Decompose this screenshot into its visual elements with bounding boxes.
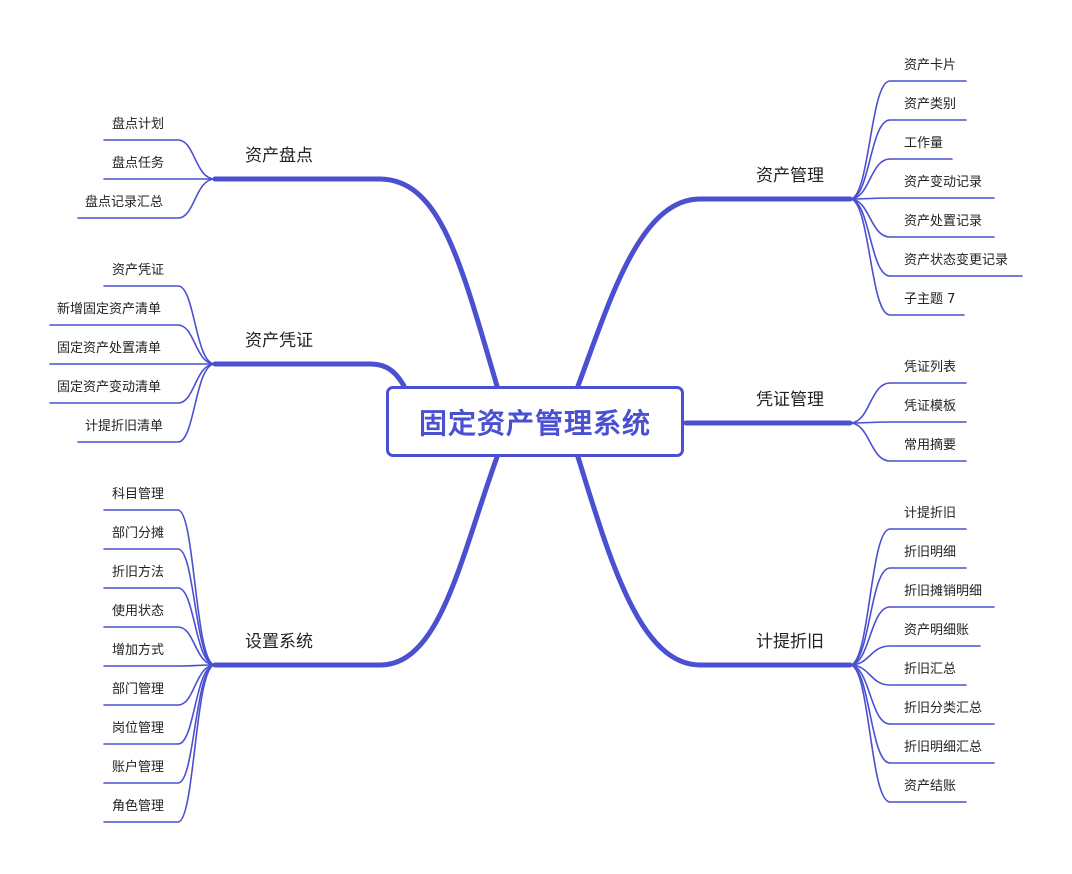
leaf-asset-detail-ledger[interactable]: 资产明细账	[904, 623, 970, 638]
link-settings-8	[103, 664, 216, 823]
leaf-depreciation-category-summary[interactable]: 折旧分类汇总	[904, 701, 983, 716]
link-voucher-1	[49, 324, 216, 365]
leaf-inventory-task[interactable]: 盘点任务	[112, 156, 165, 171]
link-asset-mgmt-0	[849, 80, 967, 200]
leaf-depreciation-list[interactable]: 计提折旧清单	[85, 419, 164, 434]
leaf-depreciation-detail-summary[interactable]: 折旧明细汇总	[904, 740, 983, 755]
leaf-new-asset-list[interactable]: 新增固定资产清单	[57, 302, 162, 317]
leaf-asset-voucher[interactable]: 资产凭证	[112, 263, 165, 278]
leaf-voucher-list[interactable]: 凭证列表	[904, 360, 957, 375]
trunk-asset-voucher	[212, 361, 407, 389]
branch-asset-management[interactable]: 资产管理	[756, 166, 824, 186]
link-settings-0	[103, 509, 216, 666]
leaf-asset-category[interactable]: 资产类别	[904, 97, 957, 112]
link-settings-5	[103, 664, 216, 706]
leaf-account-management[interactable]: 账户管理	[112, 760, 165, 775]
link-voucher-mgmt-2	[849, 422, 967, 462]
leaf-common-summary[interactable]: 常用摘要	[904, 438, 957, 453]
root-topic[interactable]: 固定资产管理系统	[386, 386, 684, 457]
branch-system-settings[interactable]: 设置系统	[245, 632, 313, 652]
link-depreciation-1	[849, 567, 967, 666]
leaf-increase-method[interactable]: 增加方式	[112, 643, 165, 658]
link-depreciation-4	[849, 664, 967, 686]
leaf-position-management[interactable]: 岗位管理	[112, 721, 165, 736]
leaf-asset-change-record[interactable]: 资产变动记录	[904, 175, 983, 190]
leaf-depreciation-detail[interactable]: 折旧明细	[904, 545, 957, 560]
link-voucher-4	[77, 363, 216, 443]
leaf-amortization-detail[interactable]: 折旧摊销明细	[904, 584, 983, 599]
link-depreciation-5	[849, 664, 995, 725]
leaf-subject-management[interactable]: 科目管理	[112, 487, 165, 502]
leaf-asset-closing[interactable]: 资产结账	[904, 779, 957, 794]
link-voucher-0	[103, 285, 216, 365]
leaf-department-management[interactable]: 部门管理	[112, 682, 165, 697]
leaf-accrue-depreciation[interactable]: 计提折旧	[904, 506, 957, 521]
branch-asset-inventory[interactable]: 资产盘点	[245, 146, 313, 166]
leaf-depreciation-method[interactable]: 折旧方法	[112, 565, 165, 580]
link-voucher-mgmt-1	[849, 421, 967, 424]
link-voucher-mgmt-0	[849, 382, 967, 424]
link-asset-mgmt-1	[849, 119, 967, 200]
link-settings-1	[103, 548, 216, 666]
link-depreciation-2	[849, 606, 995, 666]
leaf-inventory-record-summary[interactable]: 盘点记录汇总	[85, 195, 164, 210]
leaf-inventory-plan[interactable]: 盘点计划	[112, 117, 165, 132]
link-depreciation-7	[849, 664, 967, 803]
leaf-usage-status[interactable]: 使用状态	[112, 604, 165, 619]
leaf-asset-disposal-record[interactable]: 资产处置记录	[904, 214, 983, 229]
link-inventory-0	[103, 139, 216, 180]
link-voucher-3	[49, 363, 216, 404]
link-asset-mgmt-3	[849, 197, 995, 200]
trunk-asset-management	[575, 196, 853, 389]
link-asset-mgmt-4	[849, 198, 995, 238]
link-asset-mgmt-6	[849, 198, 965, 316]
trunk-depreciation	[575, 454, 853, 668]
leaf-disposal-list[interactable]: 固定资产处置清单	[57, 341, 162, 356]
link-asset-mgmt-2	[849, 158, 953, 200]
leaf-voucher-template[interactable]: 凭证模板	[904, 399, 957, 414]
leaf-depreciation-summary[interactable]: 折旧汇总	[904, 662, 957, 677]
leaf-workload[interactable]: 工作量	[904, 136, 944, 151]
leaf-role-management[interactable]: 角色管理	[112, 799, 165, 814]
leaf-department-allocation[interactable]: 部门分摊	[112, 526, 165, 541]
link-inventory-2	[77, 178, 216, 219]
link-depreciation-0	[849, 528, 967, 666]
leaf-asset-card[interactable]: 资产卡片	[904, 58, 957, 73]
branch-voucher-management[interactable]: 凭证管理	[756, 390, 824, 410]
leaf-subtopic-7[interactable]: 子主题 7	[904, 292, 956, 307]
leaf-asset-status-change-record[interactable]: 资产状态变更记录	[904, 253, 1009, 268]
trunk-system-settings	[212, 454, 500, 668]
trunk-asset-inventory	[212, 176, 500, 389]
leaf-change-list[interactable]: 固定资产变动清单	[57, 380, 162, 395]
branch-depreciation[interactable]: 计提折旧	[756, 632, 824, 652]
link-settings-2	[103, 587, 216, 666]
branch-asset-voucher[interactable]: 资产凭证	[245, 331, 313, 351]
link-settings-4	[103, 664, 216, 667]
link-depreciation-3	[849, 645, 981, 666]
link-settings-3	[103, 626, 216, 666]
